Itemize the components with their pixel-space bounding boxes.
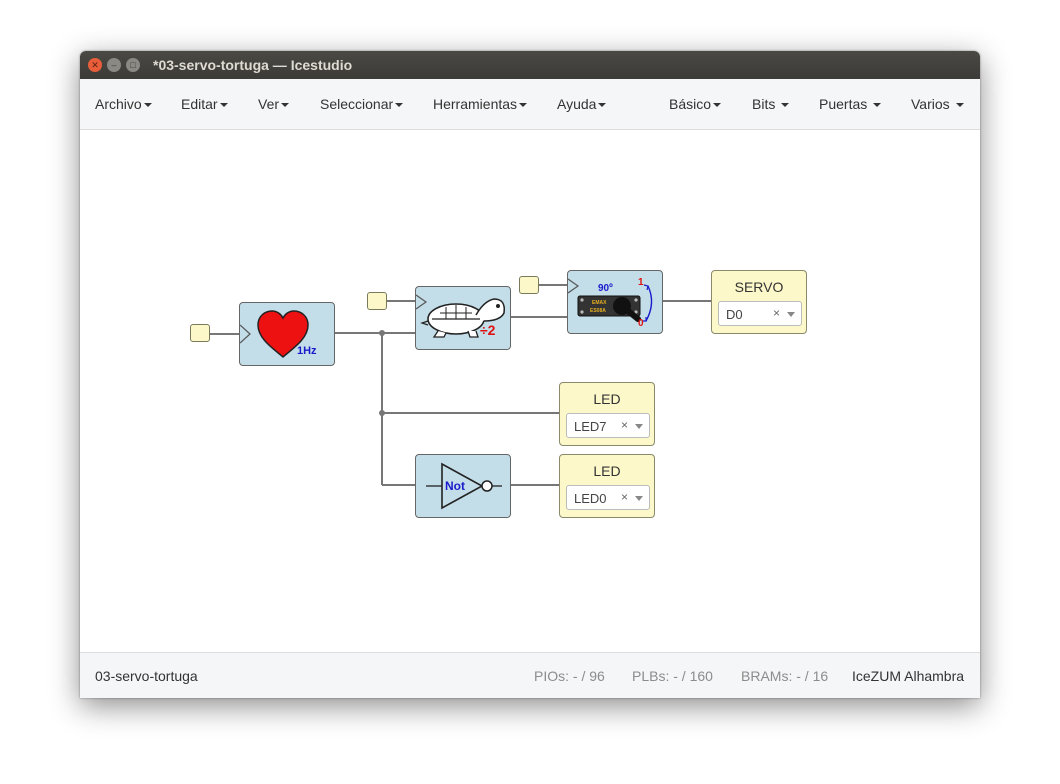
maximize-window-button[interactable]: □	[126, 58, 140, 72]
wires	[200, 284, 711, 486]
servo-pin-select[interactable]: D0 ×	[718, 301, 802, 326]
led7-output-title: LED	[593, 391, 621, 407]
not-gate-block[interactable]: Not	[415, 454, 511, 518]
status-bar: 03-servo-tortuga PIOs: - / 96 PLBs: - / …	[80, 652, 980, 698]
chevron-down-icon[interactable]	[635, 496, 643, 501]
clear-icon[interactable]: ×	[773, 306, 781, 320]
servo-output-block[interactable]: SERVO D0 ×	[711, 270, 807, 334]
board-name[interactable]: IceZUM Alhambra	[852, 668, 965, 684]
menu-bar: Archivo Editar Ver Seleccionar Herramien…	[80, 79, 980, 130]
led0-pin-select[interactable]: LED0 ×	[566, 485, 650, 510]
heart-input-pin[interactable]	[190, 324, 210, 342]
servo-block-input-pin[interactable]	[519, 276, 539, 294]
led0-output-title: LED	[593, 463, 621, 479]
turtle-divider-label: ÷2	[480, 322, 496, 338]
plbs-usage: PLBs: - / 160	[632, 668, 713, 684]
servo-angle-label: 90º	[598, 283, 613, 294]
menu-seleccionar[interactable]: Seleccionar	[320, 96, 404, 112]
led7-output-block[interactable]: LED LED7 ×	[559, 382, 655, 446]
turtle-input-pin[interactable]	[367, 292, 387, 310]
minimize-window-button[interactable]: –	[107, 58, 121, 72]
svg-text:1: 1	[638, 277, 644, 288]
servo-control-block[interactable]: 90º EMAX ES08A 1 0	[567, 270, 663, 334]
menu-herramientas[interactable]: Herramientas	[433, 96, 528, 112]
menu-ayuda[interactable]: Ayuda	[557, 96, 607, 112]
heart-frequency: 1Hz	[297, 345, 317, 357]
clear-icon[interactable]: ×	[621, 490, 629, 504]
app-window: ✕ – □ *03-servo-tortuga — Icestudio Arch…	[80, 51, 980, 698]
svg-text:ES08A: ES08A	[590, 308, 606, 314]
not-gate-icon: Not	[426, 462, 502, 510]
chevron-down-icon[interactable]	[635, 424, 643, 429]
heartbeat-block[interactable]: 1Hz	[239, 302, 335, 366]
design-canvas[interactable]: 1Hz ÷2 90º	[80, 130, 980, 652]
servo-output-title: SERVO	[734, 279, 784, 295]
svg-text:EMAX: EMAX	[592, 300, 607, 306]
chevron-down-icon[interactable]	[787, 312, 795, 317]
brams-usage: BRAMs: - / 16	[741, 668, 829, 684]
menu-ver[interactable]: Ver	[258, 96, 290, 112]
menu-bits[interactable]: Bits	[752, 96, 790, 112]
title-bar: ✕ – □ *03-servo-tortuga — Icestudio	[80, 51, 980, 79]
menu-varios[interactable]: Varios	[911, 96, 964, 112]
svg-text:0: 0	[638, 318, 644, 329]
servo-motor-icon: 90º EMAX ES08A 1 0	[568, 277, 653, 329]
menu-archivo[interactable]: Archivo	[95, 96, 152, 112]
window-title: *03-servo-tortuga — Icestudio	[153, 57, 353, 73]
project-name: 03-servo-tortuga	[95, 668, 198, 684]
turtle-divider-block[interactable]: ÷2	[415, 286, 511, 350]
heart-icon: 1Hz	[240, 310, 317, 359]
menu-editar[interactable]: Editar	[181, 96, 228, 112]
not-gate-label: Not	[445, 479, 465, 493]
menu-basico[interactable]: Básico	[669, 96, 722, 112]
led7-pin-select[interactable]: LED7 ×	[566, 413, 650, 438]
close-window-button[interactable]: ✕	[88, 58, 102, 72]
turtle-icon: ÷2	[416, 294, 506, 338]
led0-output-block[interactable]: LED LED0 ×	[559, 454, 655, 518]
menu-puertas[interactable]: Puertas	[819, 96, 882, 112]
pios-usage: PIOs: - / 96	[534, 668, 605, 684]
clear-icon[interactable]: ×	[621, 418, 629, 432]
